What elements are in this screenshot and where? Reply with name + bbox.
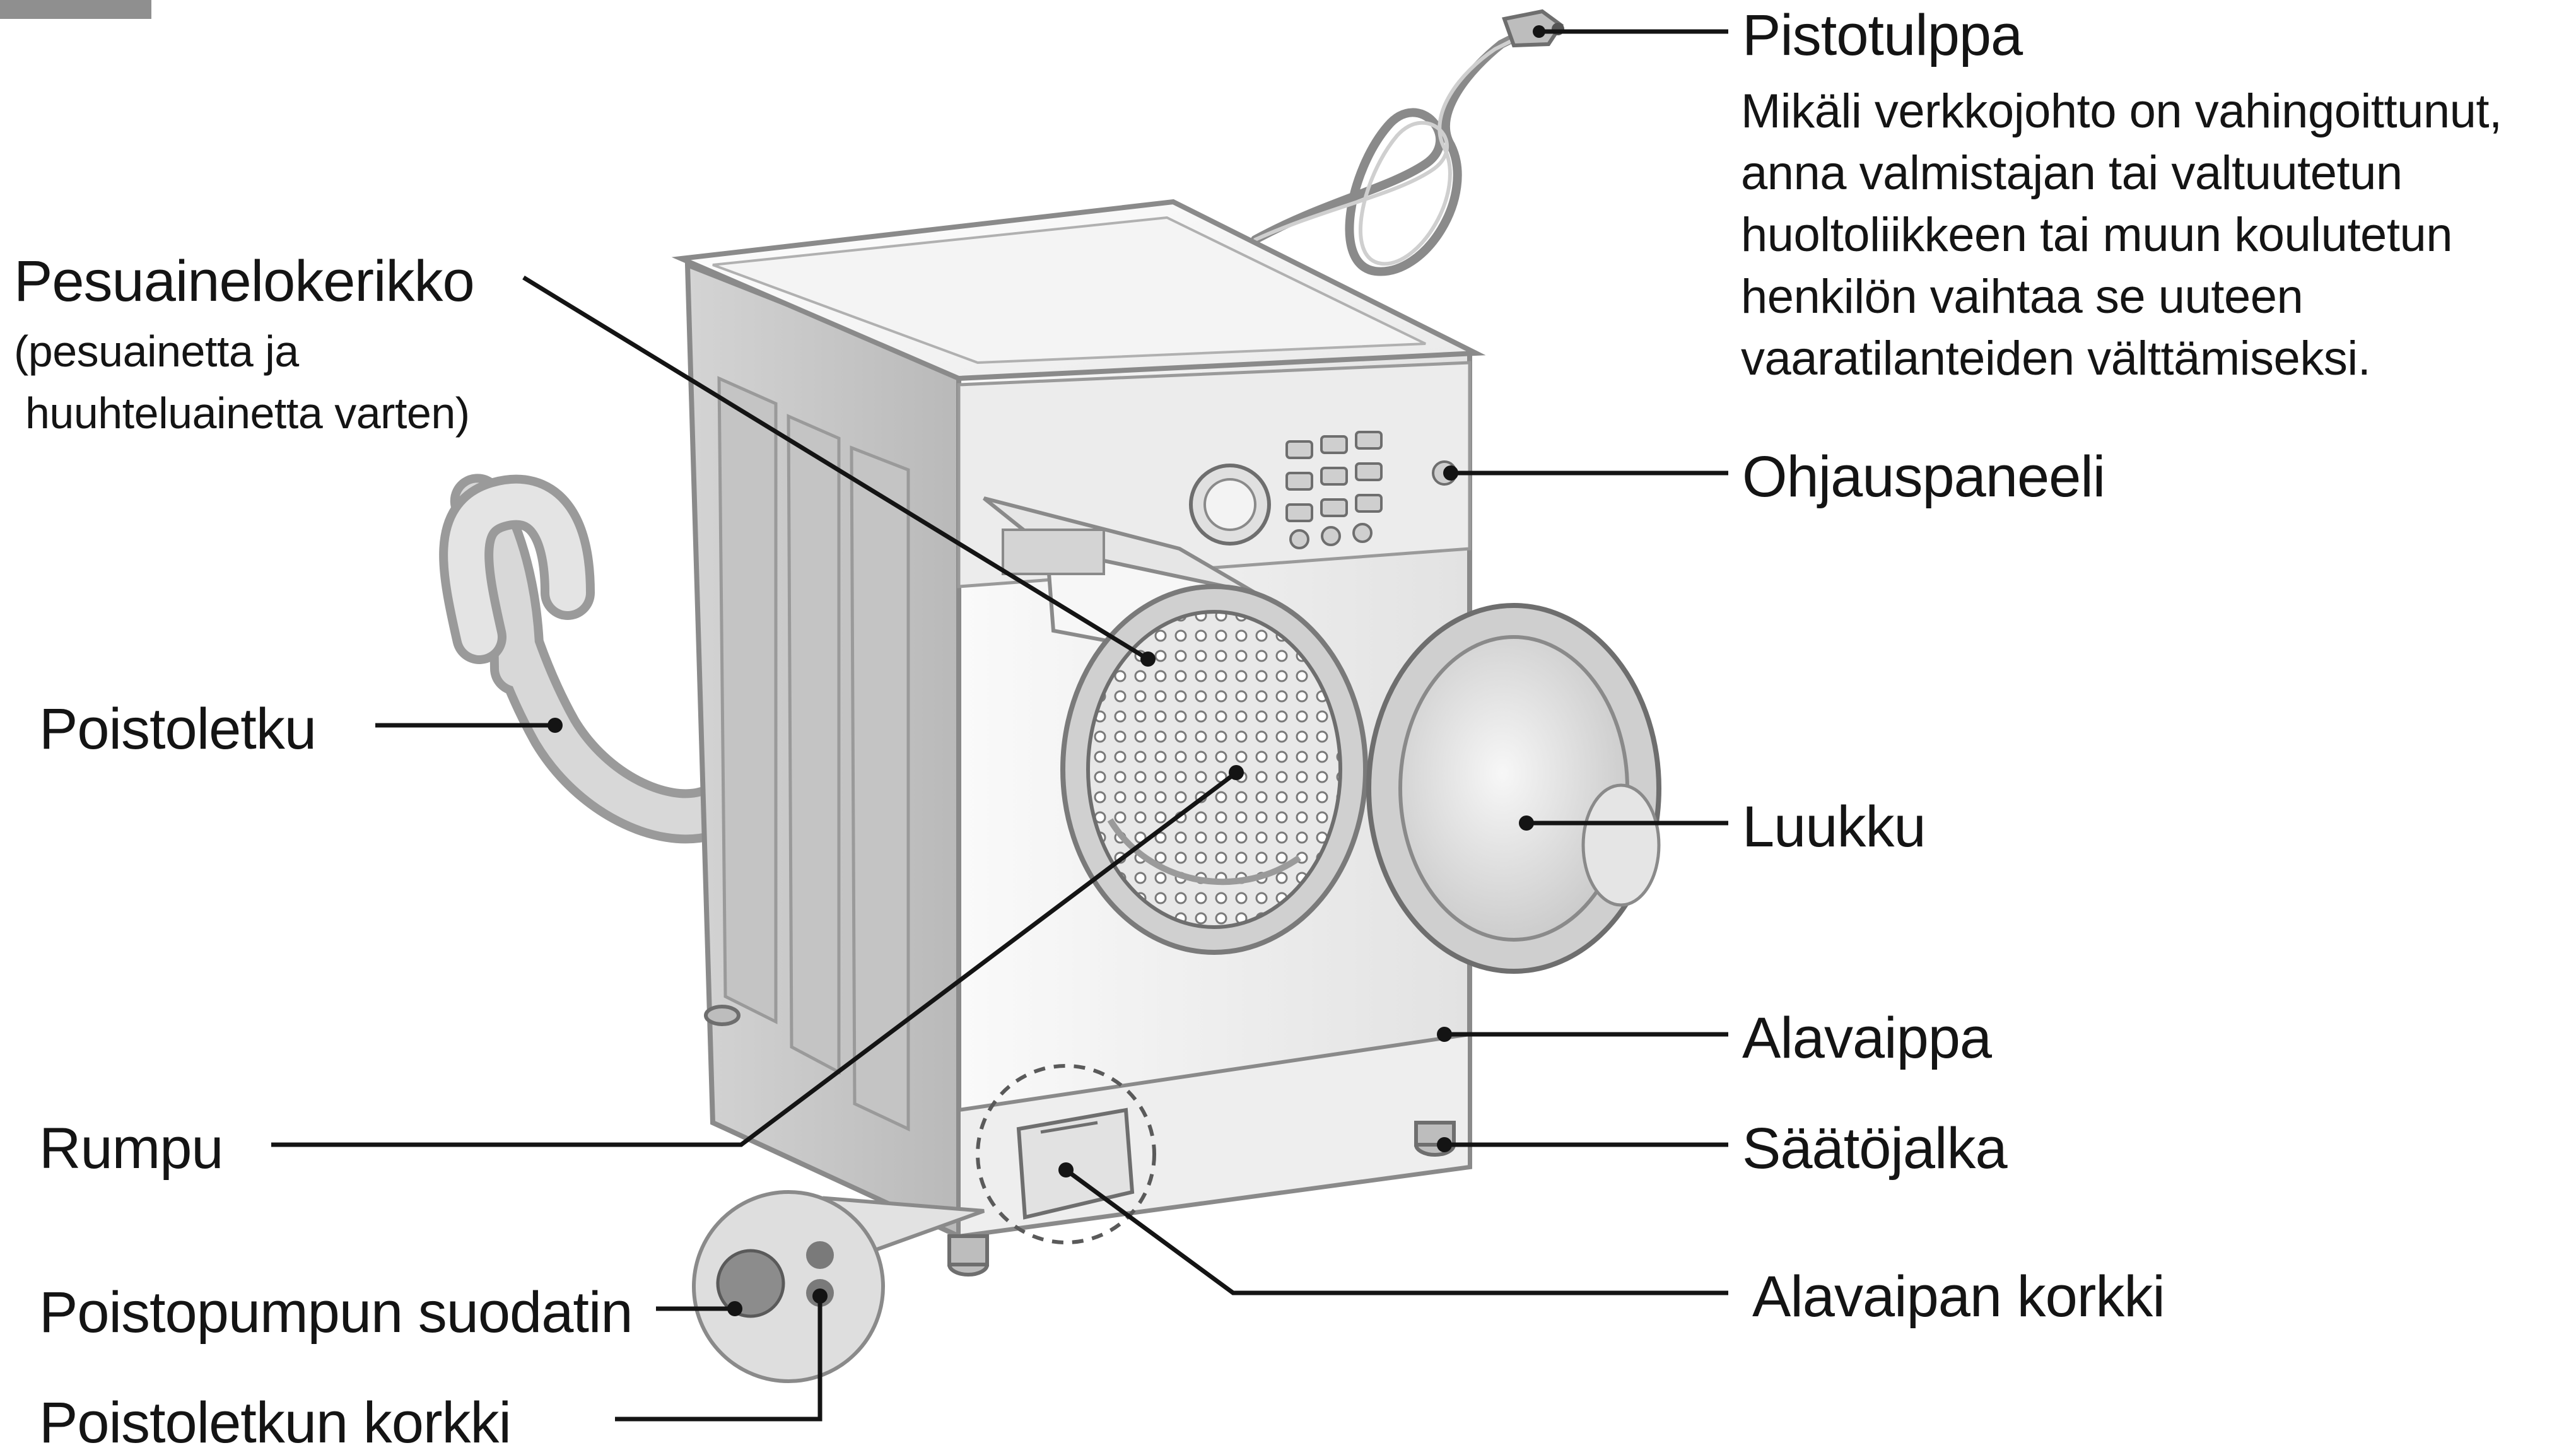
label-detergent-drawer-sub2: huuhteluainetta varten): [25, 389, 470, 438]
label-door: Luukku: [1742, 795, 1926, 859]
label-drain-hose: Poistoletku: [39, 697, 317, 761]
note-line: vaaratilanteiden välttämiseksi.: [1741, 332, 2371, 385]
note-line: henkilön vaihtaa se uuteen: [1741, 270, 2304, 324]
label-detergent-drawer-sub1: (pesuainetta ja: [14, 327, 299, 376]
leader-lines: [271, 29, 1728, 1422]
label-drain-hose-cap: Poistoletkun korkki: [39, 1391, 512, 1455]
drum: [1060, 584, 1368, 955]
note-line: Mikäli verkkojohto on vahingoittunut,: [1741, 85, 2502, 138]
label-skirt-cap: Alavaipan korkki: [1752, 1265, 2165, 1329]
corner-tab: [0, 0, 151, 19]
label-detergent-drawer: Pesuainelokerikko: [14, 249, 475, 313]
door: [1366, 603, 1661, 974]
note-line: anna valmistajan tai valtuutetun: [1741, 146, 2403, 200]
drain-hose: [439, 474, 734, 844]
power-cord: [1251, 21, 1543, 276]
note-line: huoltoliikkeen tai muun koulutetun: [1741, 208, 2452, 262]
filter-zoom-bubble: [692, 1190, 985, 1383]
leader-dots: [547, 25, 1545, 1316]
washing-machine: [671, 199, 1661, 1277]
label-drain-pump-filter: Poistopumpun suodatin: [39, 1280, 633, 1345]
label-lower-skirt: Alavaippa: [1742, 1006, 1992, 1070]
power-cord-note: Mikäli verkkojohto on vahingoittunut, an…: [1741, 81, 2502, 390]
label-adjustable-foot: Säätöjalka: [1742, 1116, 2008, 1181]
skirt-cap: [976, 1064, 1156, 1244]
label-control-panel: Ohjauspaneeli: [1742, 445, 2105, 509]
label-power-plug: Pistotulppa: [1742, 3, 2023, 67]
label-drum: Rumpu: [39, 1116, 224, 1181]
